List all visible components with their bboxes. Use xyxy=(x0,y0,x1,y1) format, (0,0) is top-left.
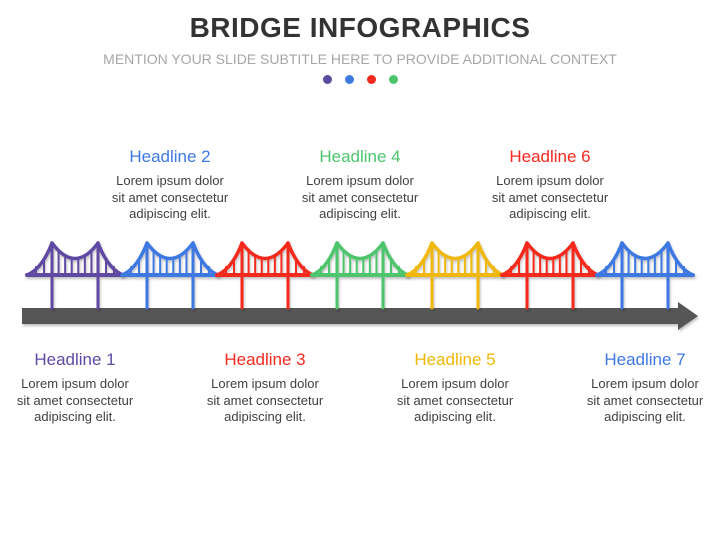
bridge-icon-1 xyxy=(25,241,125,310)
headline-6: Headline 6 xyxy=(509,147,591,166)
description-line: Lorem ipsum dolor xyxy=(401,376,509,391)
description-line: adipiscing elit. xyxy=(604,409,686,424)
slide-subtitle: MENTION YOUR SLIDE SUBTITLE HERE TO PROV… xyxy=(103,51,617,67)
bridge-icon-4 xyxy=(310,241,410,310)
dot-3 xyxy=(366,75,376,84)
headline-1: Headline 1 xyxy=(34,350,116,369)
description-line: adipiscing elit. xyxy=(319,206,401,221)
dot-2 xyxy=(344,75,354,84)
description-line: adipiscing elit. xyxy=(414,409,496,424)
description-line: sit amet consectetur xyxy=(301,189,419,205)
description-line: sit amet consectetur xyxy=(111,189,229,205)
description-line: sit amet consectetur xyxy=(396,392,514,408)
bridge-icon-7 xyxy=(595,241,695,310)
description-line: Lorem ipsum dolor xyxy=(21,376,129,391)
description-line: sit amet consectetur xyxy=(16,392,134,408)
decorative-dots xyxy=(0,75,720,84)
description-line: Lorem ipsum dolor xyxy=(116,173,224,188)
description-line: Lorem ipsum dolor xyxy=(496,173,604,188)
dot-4 xyxy=(388,75,398,84)
bridge-icon-2 xyxy=(120,241,220,310)
headline-4: Headline 4 xyxy=(319,147,401,166)
bridge-icon-3 xyxy=(215,241,315,310)
description-line: Lorem ipsum dolor xyxy=(211,376,319,391)
headline-2: Headline 2 xyxy=(129,147,211,166)
description-line: sit amet consectetur xyxy=(206,392,324,408)
description-line: adipiscing elit. xyxy=(224,409,306,424)
description-line: adipiscing elit. xyxy=(509,206,591,221)
description-line: Lorem ipsum dolor xyxy=(306,173,414,188)
bridge-icon-6 xyxy=(500,241,600,310)
headline-5: Headline 5 xyxy=(414,350,496,369)
description-line: adipiscing elit. xyxy=(34,409,116,424)
description-line: sit amet consectetur xyxy=(491,189,609,205)
bridge-icon-5 xyxy=(405,241,505,310)
headline-3: Headline 3 xyxy=(224,350,306,369)
dot-1 xyxy=(322,75,332,84)
description-line: sit amet consectetur xyxy=(586,392,704,408)
timeline-arrow xyxy=(22,302,698,330)
slide-title: BRIDGE INFOGRAPHICS xyxy=(189,12,531,43)
description-line: adipiscing elit. xyxy=(129,206,211,221)
headline-7: Headline 7 xyxy=(604,350,686,369)
description-line: Lorem ipsum dolor xyxy=(591,376,699,391)
